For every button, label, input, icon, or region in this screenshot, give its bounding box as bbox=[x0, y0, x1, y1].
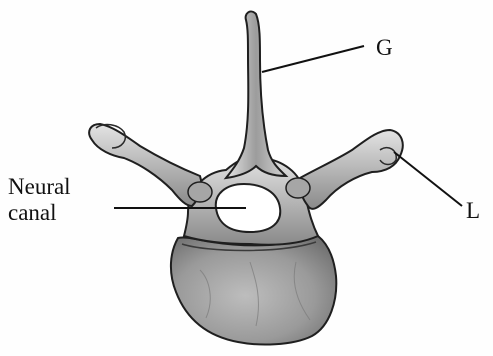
label-l: L bbox=[466, 198, 480, 224]
label-g: G bbox=[376, 35, 393, 61]
right-transverse-process bbox=[299, 130, 402, 209]
label-neural-canal-line2: canal bbox=[8, 200, 71, 226]
label-neural-canal-line1: Neural bbox=[8, 174, 71, 200]
label-neural-canal: Neural canal bbox=[8, 174, 71, 226]
leader-line-g bbox=[262, 46, 364, 72]
right-articular-facet bbox=[286, 178, 310, 198]
left-transverse-process bbox=[89, 124, 201, 206]
leader-line-l bbox=[394, 152, 462, 206]
spinous-process bbox=[226, 12, 286, 178]
left-articular-facet bbox=[188, 182, 212, 202]
vertebral-body bbox=[171, 236, 336, 344]
